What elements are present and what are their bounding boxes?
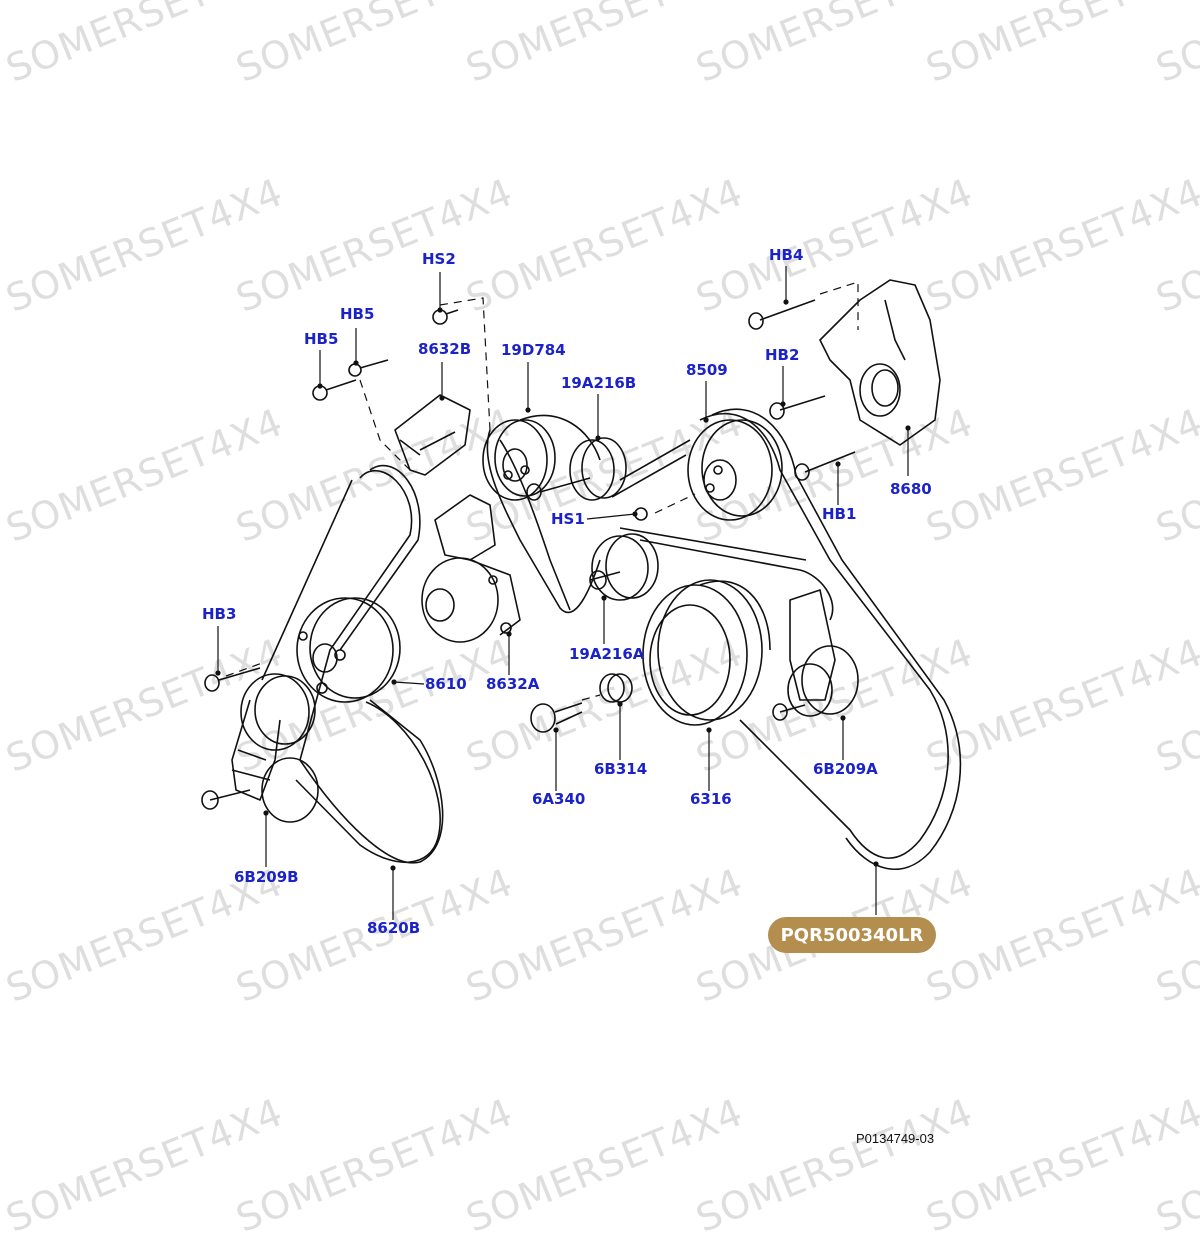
bracket-8632b	[394, 394, 471, 476]
label-19a216a: 19A216A	[569, 645, 645, 663]
tensioner-6b209b	[201, 673, 319, 823]
label-19d784: 19D784	[501, 341, 566, 359]
pulley-8509	[687, 419, 783, 521]
label-6b314: 6B314	[594, 760, 648, 778]
label-hb2: HB2	[765, 346, 800, 364]
idler-19a216b	[526, 437, 627, 501]
belt-8620b	[261, 464, 444, 864]
bolts-misc	[204, 309, 648, 692]
label-6316: 6316	[690, 790, 732, 808]
figure-id: P0134749-03	[856, 1131, 935, 1146]
label-6b209a: 6B209A	[813, 760, 878, 778]
label-8509: 8509	[686, 361, 728, 379]
bracket-8680	[748, 279, 941, 481]
label-8632b: 8632B	[418, 340, 472, 358]
idler-19d784	[482, 419, 556, 501]
label-hs2: HS2	[422, 250, 456, 268]
label-8620b: 8620B	[367, 919, 421, 937]
tensioner-6b209a	[772, 589, 859, 721]
label-8632a: 8632A	[486, 675, 540, 693]
label-hs1: HS1	[551, 510, 585, 528]
label-6b209b: 6B209B	[234, 868, 299, 886]
label-6a340: 6A340	[532, 790, 586, 808]
label-hb1: HB1	[822, 505, 857, 523]
label-8680: 8680	[890, 480, 932, 498]
idler-19a216a	[589, 533, 659, 601]
belt-drive-diagram	[201, 266, 962, 920]
label-hb5-upper: HB5	[340, 305, 375, 323]
label-hb3: HB3	[202, 605, 237, 623]
damper-6316	[642, 579, 771, 726]
pulley-8610	[296, 597, 401, 703]
label-19a216b: 19A216B	[561, 374, 637, 392]
part-number-badge: PQR500340LR	[768, 917, 936, 953]
spacer-6b314	[599, 673, 633, 703]
bracket-8632a	[421, 494, 521, 643]
label-8610: 8610	[425, 675, 467, 693]
bolt-6a340	[530, 702, 583, 733]
label-hb4: HB4	[769, 246, 804, 264]
label-hb5-lower: HB5	[304, 330, 339, 348]
